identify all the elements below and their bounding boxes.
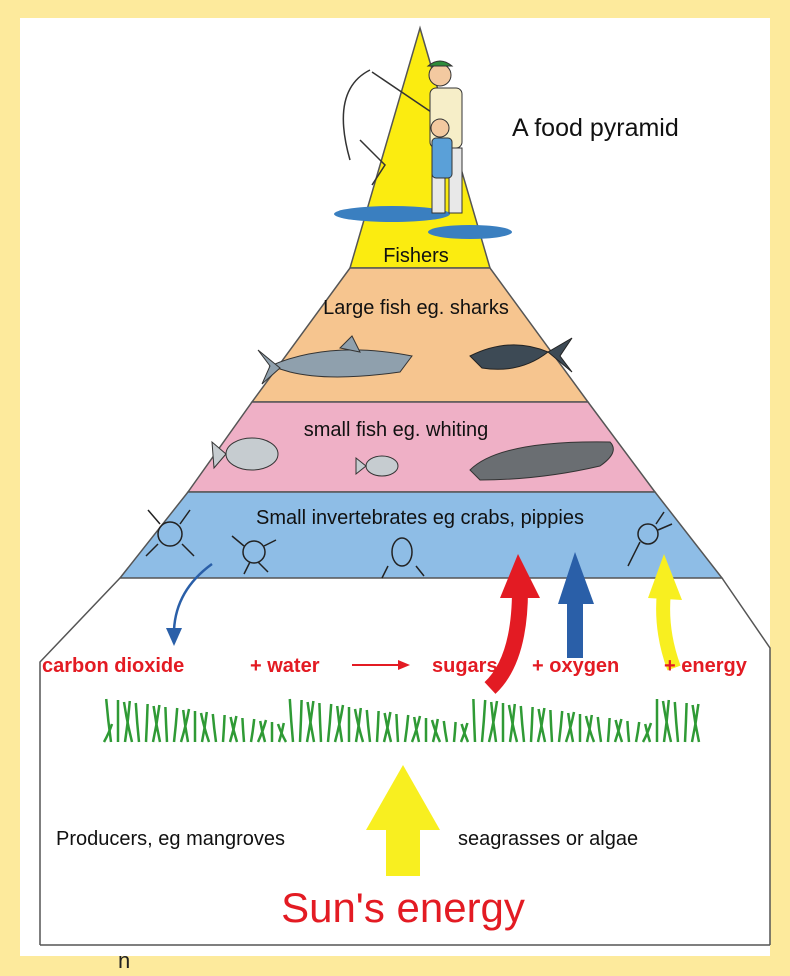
seagrass-blade [319, 703, 321, 742]
seagrass-blade [531, 707, 533, 742]
seagrass-blade [377, 711, 379, 742]
level-label-fishers: Fishers [383, 245, 449, 267]
pyramid-title: A food pyramid [512, 114, 679, 142]
stray-character: n [118, 948, 130, 974]
seagrass-blade [473, 699, 475, 742]
seagrass-blade [627, 721, 629, 742]
seagrass-blade [608, 718, 610, 742]
producers-label-right: seagrasses or algae [458, 828, 638, 850]
seagrass-blade [685, 703, 687, 742]
seagrass-blade [300, 700, 302, 742]
equation-sugars: sugars [432, 655, 498, 677]
level-label-small-fish: small fish eg. whiting [304, 419, 489, 441]
equation-carbon-dioxide: carbon dioxide [42, 655, 184, 677]
sun-energy-label: Sun's energy [281, 884, 525, 931]
seagrass-blade [146, 704, 148, 742]
arrow-blue-up-shaft [567, 598, 583, 658]
seagrass-blade [242, 718, 244, 742]
equation-energy: + energy [664, 655, 748, 677]
equation-water: + water [250, 655, 320, 677]
seagrass-blade [223, 715, 225, 742]
seagrass-blade [454, 722, 456, 742]
level-label-large-fish: Large fish eg. sharks [323, 297, 509, 319]
seagrass-blade [165, 707, 167, 742]
seagrass-blade [550, 710, 552, 742]
seagrass-blade [396, 714, 398, 742]
equation-oxygen: + oxygen [532, 655, 619, 677]
sun-arrow-shaft [386, 830, 420, 876]
level-label-invertebrates: Small invertebrates eg crabs, pippies [256, 507, 584, 529]
producers-label-left: Producers, eg mangroves [56, 828, 285, 850]
